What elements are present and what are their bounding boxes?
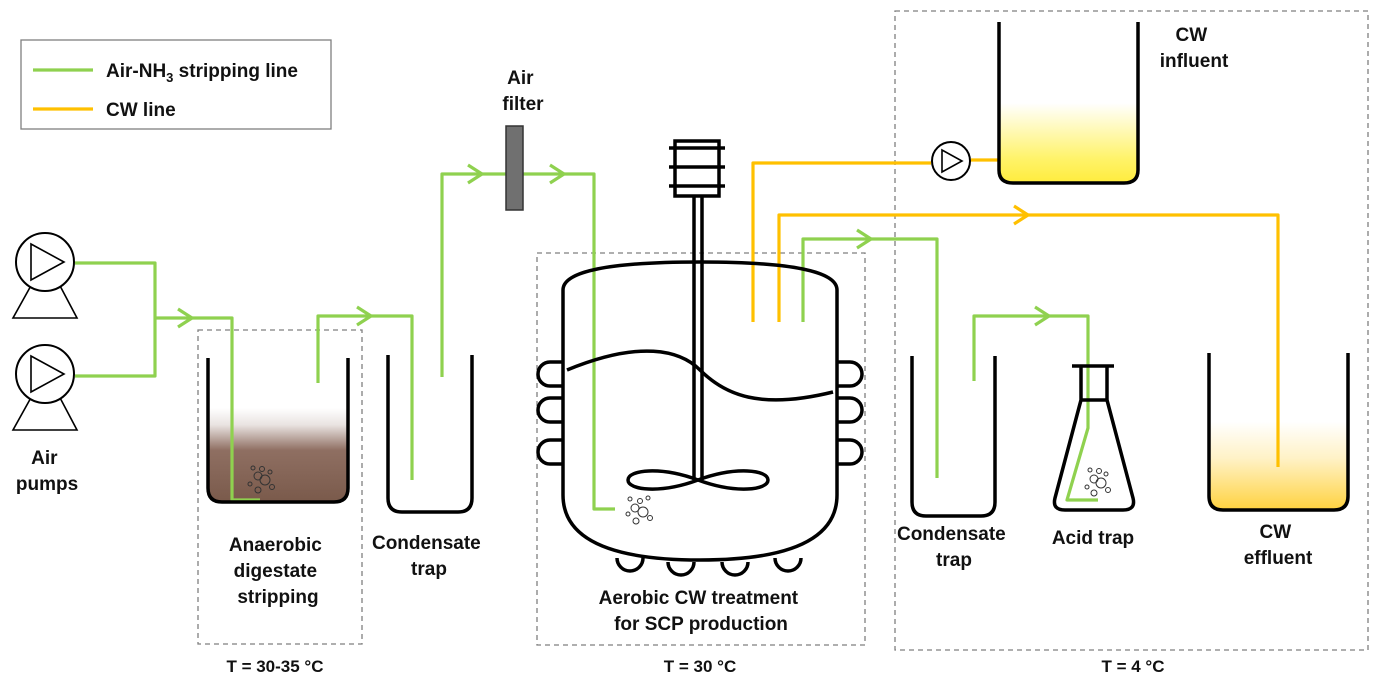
digestate-liquid xyxy=(208,408,348,502)
cw-effluent-label: CW effluent xyxy=(1244,522,1313,569)
condensate-trap-2-label: Condensate trap xyxy=(897,524,1011,571)
air-filter-label: Air filter xyxy=(502,68,544,115)
zone-30-35-box xyxy=(197,329,363,645)
cw-pump-icon xyxy=(931,141,971,181)
temperature-zone-4: T = 4 °C xyxy=(1101,657,1164,676)
condensate-trap-1 xyxy=(386,355,474,514)
cw-influent-vessel xyxy=(997,22,1140,185)
temperature-zone-30-35: T = 30-35 °C xyxy=(226,657,323,676)
cw-effluent-vessel xyxy=(1207,353,1350,512)
air-filter-icon xyxy=(505,125,524,211)
condensate-trap-2 xyxy=(910,356,997,518)
acid-trap-flask xyxy=(1052,364,1136,512)
zone-4-box xyxy=(894,10,1369,651)
legend-box xyxy=(20,39,332,130)
acid-trap-label: Acid trap xyxy=(1052,528,1134,549)
bubbles-icon xyxy=(1084,467,1111,497)
reactor-label: Aerobic CW treatment for SCP production xyxy=(599,588,804,635)
bioreactor xyxy=(536,197,864,577)
bubbles-icon xyxy=(247,465,275,494)
cw-influent-liquid xyxy=(999,60,1138,183)
legend-cw-label: CW line xyxy=(106,100,176,121)
anaerobic-vessel xyxy=(206,358,350,504)
flow-arrow-icon xyxy=(177,163,1051,329)
cw-line xyxy=(751,158,1280,467)
legend-stripping-label: Air-NH3 stripping line xyxy=(106,61,298,85)
stirrer-motor-icon xyxy=(669,139,725,198)
condensate-trap-1-label: Condensate trap xyxy=(372,533,486,580)
bubbles-icon xyxy=(625,495,653,525)
cw-influent-label: CW influent xyxy=(1160,25,1229,72)
anaerobic-label: Anaerobic digestate stripping xyxy=(229,535,327,608)
temperature-zone-30: T = 30 °C xyxy=(664,657,736,676)
legend: Air-NH3 stripping line CW line xyxy=(20,39,332,130)
air-pump-icon xyxy=(11,232,79,431)
air-pumps-label: Air pumps xyxy=(16,448,78,495)
